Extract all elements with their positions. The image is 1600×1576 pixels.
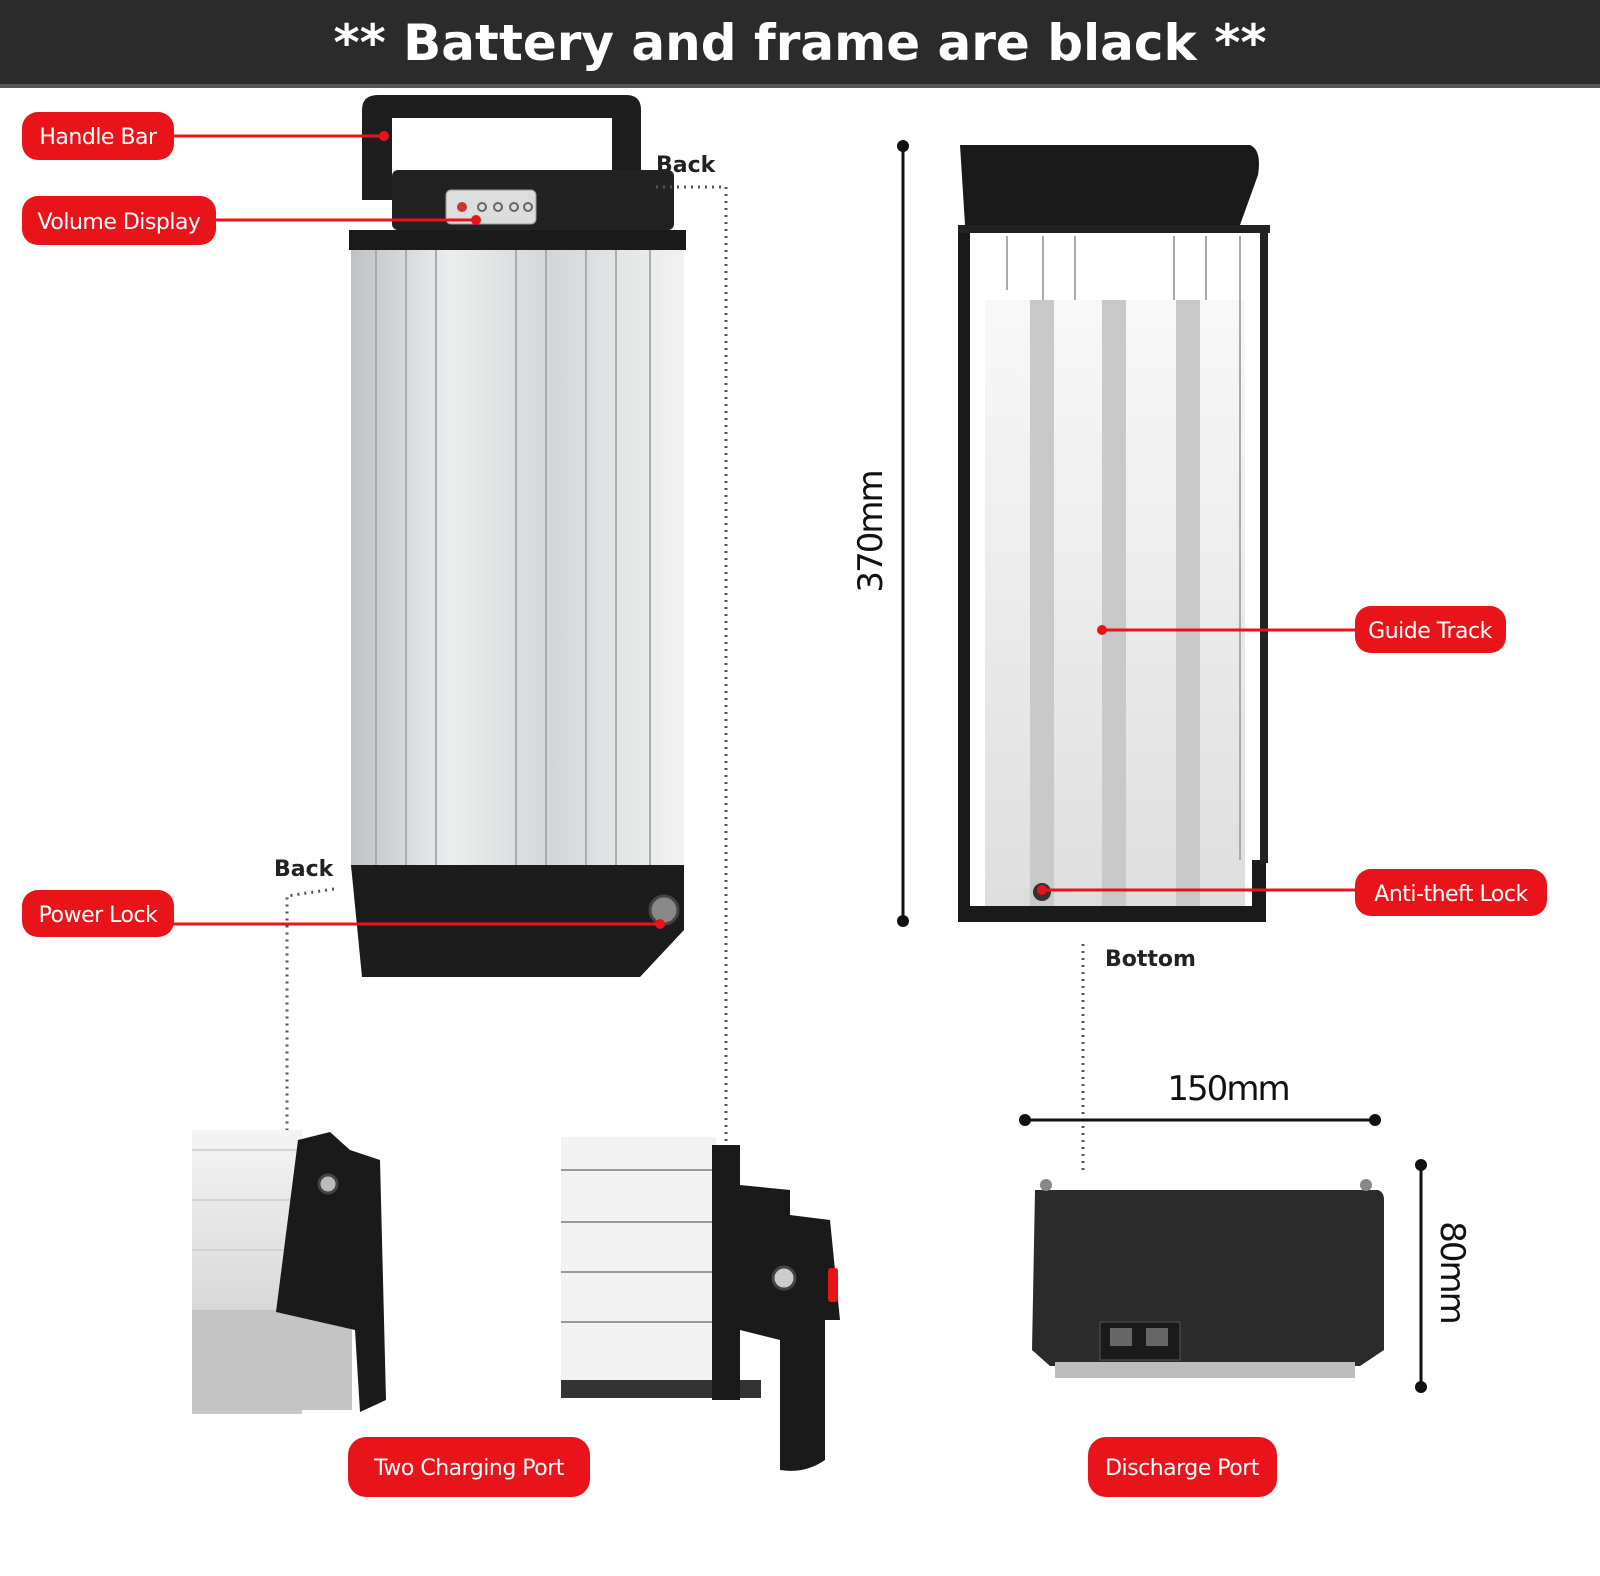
- back-label-top: Back: [656, 153, 717, 178]
- charging-port-closeup-2: [561, 1137, 840, 1471]
- volume-display: [445, 189, 537, 225]
- bottom-label: Bottom: [1105, 947, 1196, 972]
- dimension-width: 150mm: [1019, 1069, 1381, 1126]
- discharge-port-view: [1032, 1179, 1384, 1378]
- svg-text:370mm: 370mm: [851, 471, 891, 592]
- callout-two-charging-port: Two Charging Port: [348, 1437, 590, 1497]
- callout-guide-track: Guide Track: [1097, 606, 1506, 653]
- back-label-bottom: Back: [274, 857, 335, 882]
- svg-text:Discharge Port: Discharge Port: [1105, 1456, 1260, 1481]
- charging-port-closeup-1: [192, 1130, 386, 1414]
- svg-text:Volume Display: Volume Display: [38, 210, 201, 235]
- header-banner: ** Battery and frame are black **: [0, 0, 1600, 88]
- battery-front-view: [349, 95, 686, 977]
- callout-handle-bar: Handle Bar: [22, 112, 389, 160]
- power-lock-keyhole: [648, 894, 680, 926]
- dimension-length: 370mm: [851, 140, 909, 927]
- callout-volume-display: Volume Display: [22, 196, 481, 245]
- svg-text:150mm: 150mm: [1167, 1069, 1288, 1109]
- callout-discharge-port: Discharge Port: [1088, 1437, 1277, 1497]
- header-title: ** Battery and frame are black **: [333, 14, 1266, 72]
- dimension-height: 80mm: [1415, 1159, 1472, 1393]
- svg-text:80mm: 80mm: [1432, 1221, 1472, 1323]
- callout-power-lock: Power Lock: [22, 890, 665, 937]
- svg-text:Guide Track: Guide Track: [1368, 619, 1492, 644]
- svg-text:Two Charging Port: Two Charging Port: [373, 1456, 565, 1481]
- battery-frame-view: [958, 145, 1270, 922]
- svg-text:Anti-theft Lock: Anti-theft Lock: [1374, 882, 1528, 907]
- svg-text:Handle Bar: Handle Bar: [39, 125, 158, 150]
- svg-text:Power Lock: Power Lock: [39, 903, 158, 928]
- guide-track-rail: [1030, 300, 1054, 906]
- callout-anti-theft-lock: Anti-theft Lock: [1037, 869, 1547, 916]
